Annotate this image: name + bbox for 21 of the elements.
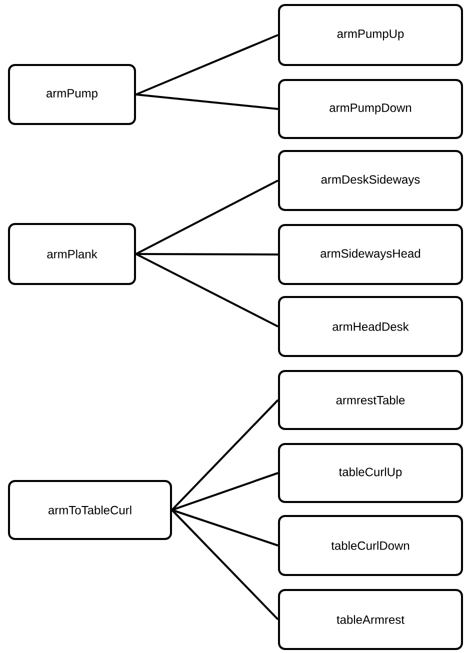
- process-box: armSidewaysHead: [278, 224, 463, 285]
- process-box: armPlank: [8, 223, 136, 285]
- process-box: tableArmrest: [278, 589, 463, 650]
- process-box: armDeskSideways: [278, 150, 463, 211]
- process-box: armHeadDesk: [278, 296, 463, 357]
- connector-line: [171, 509, 279, 620]
- connector-line: [136, 253, 278, 256]
- connector-line: [172, 472, 278, 511]
- connector-line: [136, 253, 278, 328]
- connector-line: [136, 180, 278, 255]
- process-box: tableCurlDown: [278, 515, 463, 576]
- process-box: armrestTable: [278, 370, 463, 430]
- process-box: tableCurlUp: [278, 443, 463, 503]
- process-box: armPump: [8, 64, 136, 125]
- connector-line: [136, 94, 278, 110]
- connector-line: [172, 509, 278, 546]
- process-box: armPumpDown: [278, 79, 463, 139]
- connector-line: [136, 34, 278, 96]
- process-box: armToTableCurl: [8, 480, 172, 540]
- connector-line: [171, 399, 279, 511]
- process-box: armPumpUp: [278, 4, 463, 66]
